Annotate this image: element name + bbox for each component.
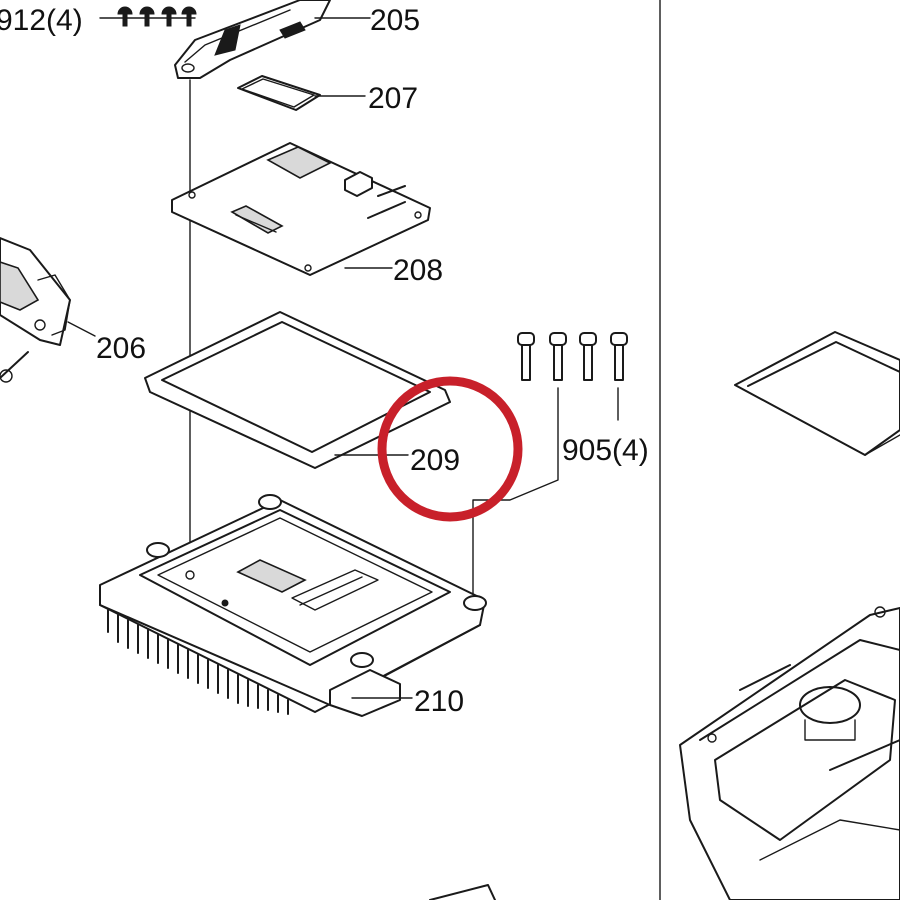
gasket-209[interactable] bbox=[144, 311, 451, 469]
label-208: 208 bbox=[393, 254, 443, 287]
right-panel-enclosure bbox=[679, 606, 900, 900]
partial-part-bottom bbox=[429, 884, 496, 900]
housing-210[interactable] bbox=[99, 494, 487, 717]
highlight-circle bbox=[377, 376, 523, 522]
bracket-205[interactable] bbox=[174, 0, 331, 79]
screws-905[interactable] bbox=[517, 332, 628, 381]
leader-905-left bbox=[472, 387, 559, 599]
label-207: 207 bbox=[368, 82, 418, 115]
label-206: 206 bbox=[96, 332, 146, 365]
label-905: 905(4) bbox=[562, 434, 649, 467]
screws-912[interactable] bbox=[99, 6, 197, 27]
leader-206 bbox=[67, 321, 96, 337]
right-panel-gasket bbox=[734, 331, 900, 456]
bracket-206[interactable] bbox=[0, 237, 71, 383]
label-210: 210 bbox=[414, 685, 464, 718]
label-912: 912(4) bbox=[0, 4, 83, 37]
pad-207[interactable] bbox=[237, 75, 321, 111]
circuit-board-208[interactable] bbox=[171, 142, 431, 276]
label-205: 205 bbox=[370, 4, 420, 37]
label-209: 209 bbox=[410, 444, 460, 477]
